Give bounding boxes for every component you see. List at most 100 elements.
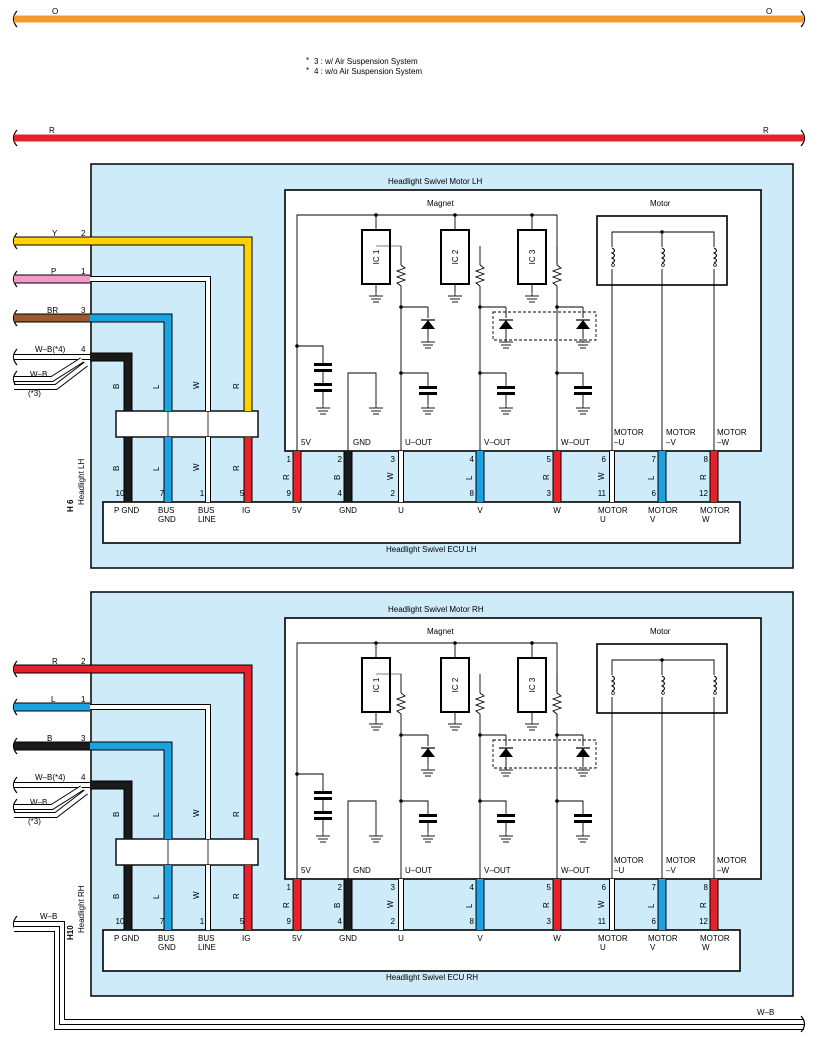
ecu-label-6-b: V <box>650 943 656 952</box>
ecu-pin-4: 3 <box>547 917 552 926</box>
harness-color-lower-3: R <box>232 465 241 471</box>
ic-box-1 <box>440 657 470 713</box>
v5-link <box>297 345 324 363</box>
ecu-pin-5: 11 <box>598 489 607 498</box>
input-pin-3: 4 <box>81 345 86 354</box>
ecu-left-label-2-b: LINE <box>198 943 216 952</box>
coil-0 <box>610 247 616 264</box>
wire-color-2: W <box>386 900 395 908</box>
wire-color-2: W <box>386 472 395 480</box>
harness-color-upper-0: B <box>112 812 121 817</box>
note-text-1: 3 : w/ Air Suspension System <box>314 57 418 66</box>
ecu-left-pin-3: 5 <box>240 489 245 498</box>
v5-cap-b-plate1 <box>314 383 332 386</box>
motor-terminal-7: MOTOR <box>717 428 747 437</box>
ecu-pin-6: 6 <box>652 917 657 926</box>
wire-color-7: R <box>699 902 708 908</box>
bottom-break-right <box>800 1015 806 1033</box>
resistor-2 <box>551 264 563 287</box>
ecu-label-5: MOTOR <box>598 934 628 943</box>
resistor-1 <box>474 264 486 287</box>
cap-link-1 <box>480 372 507 386</box>
ecu-label-3: V <box>477 934 483 943</box>
motor-terminal-6: MOTOR <box>666 428 696 437</box>
motor-label: Motor <box>650 199 671 208</box>
ecu-pin-1: 4 <box>338 489 343 498</box>
ecu-label-1: GND <box>339 934 357 943</box>
motor-pin-1: 2 <box>338 455 343 464</box>
harness-color-lower-1: L <box>152 894 161 899</box>
v5-cap-a-plate1 <box>314 363 332 366</box>
motor-terminal-4: W–OUT <box>561 438 590 447</box>
ic-label-1: IC 2 <box>451 677 460 692</box>
cap-link-0 <box>401 800 429 814</box>
motor-pin-3: 4 <box>470 455 475 464</box>
wire-color-5: W <box>597 900 606 908</box>
motor-pin-0: 1 <box>287 455 292 464</box>
harness-color-upper-3: R <box>232 383 241 389</box>
diode-1 <box>499 748 513 757</box>
input-break-1 <box>12 698 18 716</box>
input-pin-0: 2 <box>81 657 86 666</box>
harness-color-upper-2: W <box>192 809 201 817</box>
motor-pin-2: 3 <box>391 883 396 892</box>
motor-pin-5: 6 <box>602 883 607 892</box>
ecu-label-2: U <box>398 506 404 515</box>
ic-label-0: IC 1 <box>372 249 381 264</box>
ecu-left-label-2-b: LINE <box>198 515 216 524</box>
motor-terminal-1: GND <box>353 866 371 875</box>
v5-cap-b-plate2 <box>314 817 332 820</box>
magnet-top-rail <box>296 642 558 879</box>
input-wire-3b <box>90 353 132 411</box>
break-right-orange <box>800 10 806 28</box>
harness-color-lower-0: B <box>112 466 121 471</box>
coil-0-end <box>611 263 615 267</box>
ecu-pin-6: 6 <box>652 489 657 498</box>
motor-terminal-0: 5V <box>301 866 311 875</box>
cap-link-0 <box>401 372 429 386</box>
motor-pin-5: 6 <box>602 455 607 464</box>
motor-pin-6: 7 <box>652 883 657 892</box>
ecu-left-label-1: BUS <box>158 934 174 943</box>
ecu-left-label-0: P GND <box>114 934 139 943</box>
motor-pin-6: 7 <box>652 455 657 464</box>
magnet-label: Magnet <box>427 199 454 208</box>
wire-color-6: L <box>647 903 656 908</box>
motor-terminal-1: GND <box>353 438 371 447</box>
motor-terminal-5: MOTOR <box>614 428 644 437</box>
resistor-1 <box>474 692 486 715</box>
ic-box-0 <box>361 657 391 713</box>
bottom-wire-label-right: W–B <box>757 1008 774 1017</box>
ecu-label-4: W <box>553 506 561 515</box>
ecu-left-pin-2: 1 <box>200 917 205 926</box>
ecu-label-5-b: U <box>600 943 606 952</box>
alt-wire <box>14 358 84 381</box>
output-cap-0-plate1 <box>419 386 437 389</box>
input-wire-label-3: W–B(*4) <box>35 345 66 354</box>
diode-0 <box>421 320 435 329</box>
harness-color-upper-1: L <box>152 384 161 389</box>
output-cap-2-plate2 <box>574 820 592 823</box>
input-wire-2b <box>90 742 172 839</box>
break-left-red <box>12 129 18 147</box>
output-cap-2-plate1 <box>574 386 592 389</box>
resistor-0 <box>395 692 407 715</box>
output-cap-0-plate2 <box>419 392 437 395</box>
input-break-3 <box>12 776 18 794</box>
ecu-pin-5: 11 <box>598 917 607 926</box>
motor-terminal-6: MOTOR <box>666 856 696 865</box>
connector-id: H 6 <box>66 499 75 512</box>
output-cap-1-plate2 <box>497 820 515 823</box>
diode-0 <box>421 748 435 757</box>
motor-pin-4: 5 <box>547 455 552 464</box>
input-break-1 <box>12 270 18 288</box>
v5-link <box>297 773 324 791</box>
wire-color-0: R <box>282 474 291 480</box>
ic-label-2: IC 3 <box>528 249 537 264</box>
wire-color-4: R <box>542 902 551 908</box>
wire-color-1: B <box>333 903 342 908</box>
ecu-box <box>102 501 741 544</box>
wire-color-7: R <box>699 474 708 480</box>
ecu-label-7-b: W <box>702 515 710 524</box>
harness-connector <box>115 410 259 438</box>
